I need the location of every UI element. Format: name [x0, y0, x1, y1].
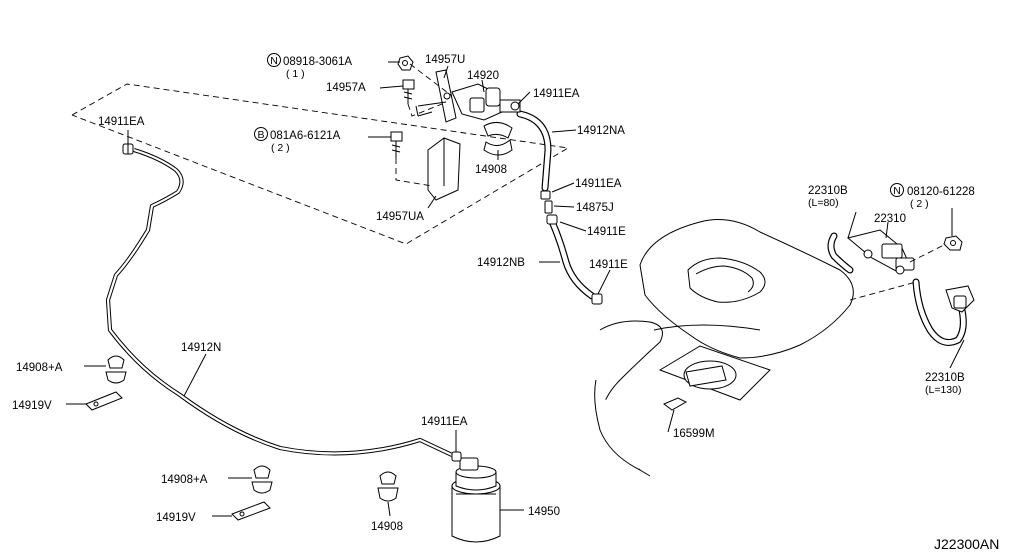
bolt-081A6-6121A: [390, 131, 403, 158]
svg-text:B: B: [257, 129, 264, 141]
label-14912N: 14912N: [181, 342, 221, 354]
label-14919V-upper: 14919V: [12, 400, 52, 412]
label-22310: 22310: [874, 213, 906, 225]
fitting-right: [945, 285, 975, 313]
label-14911EA-upper: 14911EA: [533, 88, 580, 100]
label-14911EA-mid: 14911EA: [575, 178, 622, 190]
fuel-tank: [594, 219, 854, 477]
part-16599M: [663, 397, 688, 411]
clamp-14908-lower: [377, 471, 399, 502]
clamp-14908A-lower: [251, 465, 273, 494]
hose-22310B-long: [912, 278, 967, 346]
nut-marker-right: N: [890, 183, 904, 197]
assembly-boundary: [71, 83, 570, 245]
bracket-14919V-upper: [85, 391, 123, 411]
leader-lines: [66, 61, 965, 517]
label-14920: 14920: [467, 70, 499, 82]
label-22310B-short-len: (L=80): [808, 197, 839, 209]
valve-14920: [451, 83, 521, 121]
bolt-marker: B: [254, 127, 268, 141]
hose-clamp-14911E-lower: [591, 293, 603, 305]
label-08918-3061A: 08918-3061A: [283, 56, 352, 68]
bolt-14957A: [402, 79, 415, 104]
bracket-14957U: [435, 69, 457, 123]
label-08120-qty: ( 2 ): [910, 198, 929, 210]
label-14911E-upper: 14911E: [587, 226, 626, 238]
label-14908-upper: 14908: [475, 164, 507, 176]
hose-clamp-14911EA-left: [122, 143, 134, 155]
clamp-14908A-upper: [105, 355, 127, 384]
hose-14912NA: [516, 110, 552, 192]
label-14912NB: 14912NB: [477, 257, 525, 269]
label-22310B-long: 22310B: [925, 372, 965, 384]
connector-14875J: [540, 190, 558, 225]
bracket-14919V-lower: [231, 501, 271, 521]
canister-14950: [451, 451, 501, 543]
label-14919V-lower: 14919V: [156, 512, 196, 524]
label-14908A-upper: 14908+A: [16, 362, 63, 374]
svg-text:N: N: [893, 185, 901, 197]
label-14957U: 14957U: [425, 54, 465, 66]
nut-marker-upper: N: [267, 53, 281, 67]
hose-14912NB: [549, 220, 596, 300]
svg-text:N: N: [270, 55, 278, 67]
label-08918-qty: ( 1 ): [286, 68, 305, 80]
label-22310B-short: 22310B: [808, 185, 848, 197]
label-14908-lower: 14908: [371, 521, 403, 533]
label-081A6-6121A: 081A6-6121A: [270, 130, 341, 142]
label-22310B-long-len: (L=130): [925, 384, 961, 396]
valve-22310: [846, 229, 915, 275]
label-14950: 14950: [528, 506, 560, 518]
label-14911EA-left: 14911EA: [98, 116, 145, 128]
label-14957A: 14957A: [326, 82, 366, 94]
label-16599M: 16599M: [673, 428, 715, 440]
hose-22310B-short: [827, 232, 854, 274]
label-14912NA: 14912NA: [577, 125, 625, 137]
gasket-plate: [658, 345, 771, 401]
label-08120-61228: 08120-61228: [907, 186, 975, 198]
bracket-14957UA: [427, 137, 461, 201]
label-081A6-qty: ( 2 ): [271, 142, 290, 154]
diagram-code: J22300AN: [934, 536, 999, 552]
label-14957UA: 14957UA: [376, 211, 424, 223]
clamp-14908-upper: [483, 122, 513, 156]
label-14875J: 14875J: [576, 202, 614, 214]
nut-08918-3061A: [397, 55, 414, 71]
vapor-pipe-14912N: [105, 147, 453, 457]
label-14908A-lower: 14908+A: [161, 474, 208, 486]
label-14911EA-lower: 14911EA: [421, 416, 468, 428]
nut-08120-61228: [943, 235, 963, 251]
label-14911E-lower: 14911E: [589, 259, 628, 271]
